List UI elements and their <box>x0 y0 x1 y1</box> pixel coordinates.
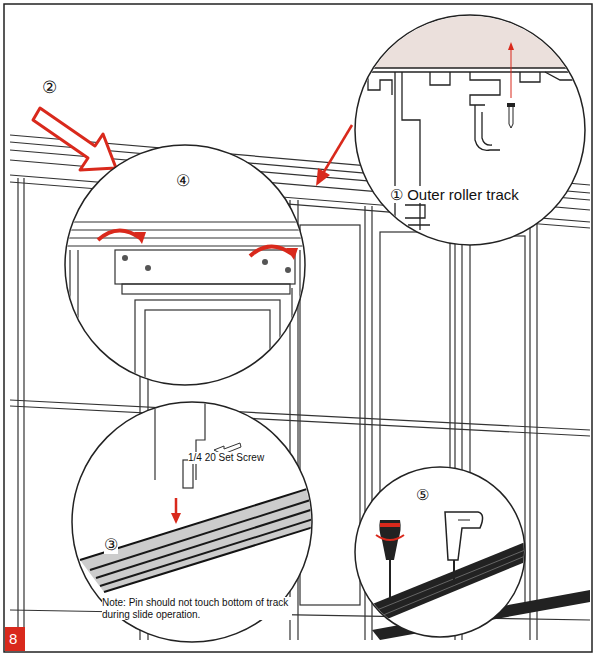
callout-number: ② <box>42 78 57 98</box>
callout-number: ⑤ <box>416 486 429 503</box>
page-number: 8 <box>9 630 17 647</box>
part-label: 1/4 20 Set Screw <box>188 452 264 464</box>
callout-number: ④ <box>176 172 190 190</box>
note-text: Note: Pin should not touch bottom of tra… <box>102 597 292 620</box>
callout-number: ③ <box>104 536 118 554</box>
part-label: ① Outer roller track <box>390 186 519 203</box>
